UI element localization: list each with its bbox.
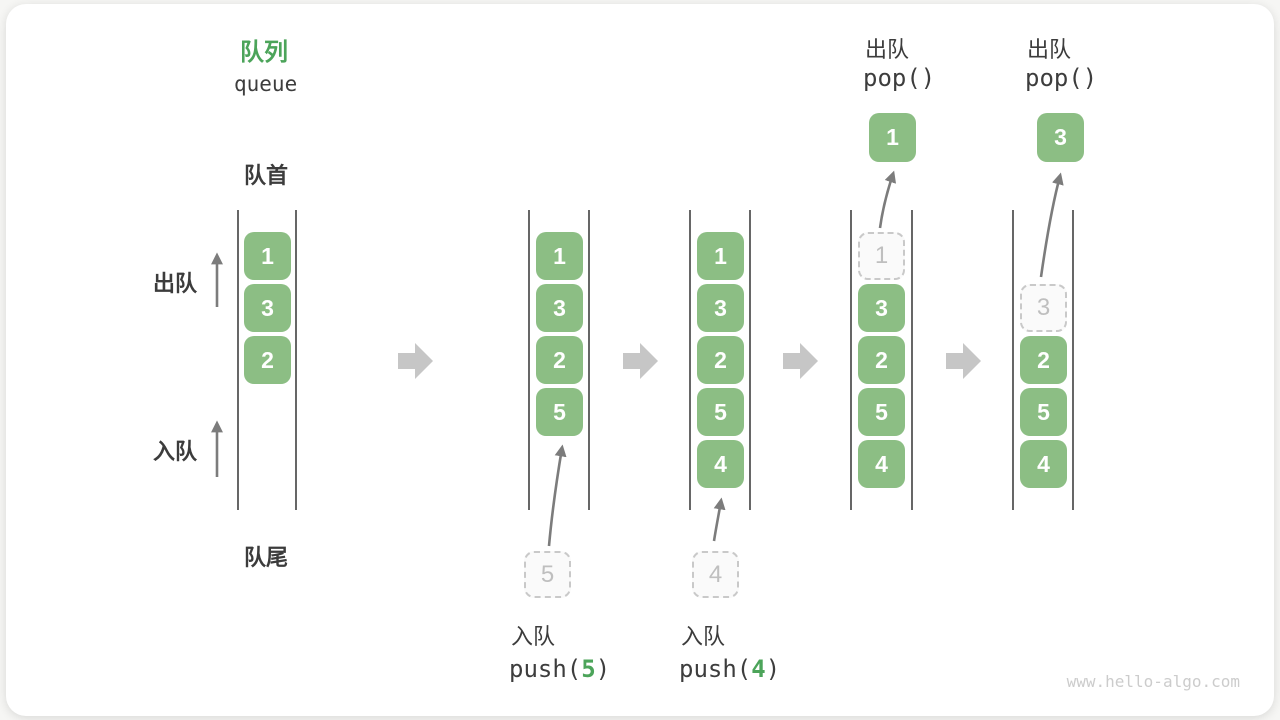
queue-box: 4 xyxy=(858,440,905,488)
queue-box: 2 xyxy=(697,336,744,384)
queue-box: 1 xyxy=(697,232,744,280)
enqueue-label: 入队 xyxy=(153,439,198,464)
queue-box: 5 xyxy=(1020,388,1067,436)
ghost-box: 1 xyxy=(858,232,905,280)
pop-code: pop() xyxy=(1025,64,1098,92)
push-label: 入队 xyxy=(681,624,726,649)
transition-arrow-3-icon xyxy=(783,343,818,379)
queue-box: 3 xyxy=(858,284,905,332)
pop2-arrow-icon xyxy=(1039,172,1064,278)
push-ghost-box: 5 xyxy=(524,551,571,598)
pop-label: 出队 xyxy=(1027,37,1072,62)
queue-box: 5 xyxy=(697,388,744,436)
front-label: 队首 xyxy=(244,163,289,188)
queue-box: 5 xyxy=(858,388,905,436)
push-fn: push( xyxy=(509,655,582,683)
page-title: 队列 xyxy=(240,39,288,66)
transition-arrow-4-icon xyxy=(946,343,981,379)
queue-box: 1 xyxy=(244,232,291,280)
queue-box: 3 xyxy=(697,284,744,332)
popped-box: 3 xyxy=(1037,113,1084,162)
push4-arrow-icon xyxy=(712,497,726,542)
transition-arrow-1-icon xyxy=(398,343,433,379)
rear-label: 队尾 xyxy=(244,545,289,570)
watermark: www.hello-algo.com xyxy=(1066,672,1240,691)
queue-box: 2 xyxy=(858,336,905,384)
push-ghost-box: 4 xyxy=(692,551,739,598)
queue-box: 3 xyxy=(536,284,583,332)
push-code: push(5) xyxy=(509,655,610,683)
ghost-box: 3 xyxy=(1020,284,1067,332)
queue-box: 4 xyxy=(697,440,744,488)
transition-arrow-2-icon xyxy=(623,343,658,379)
queue-box: 2 xyxy=(1020,336,1067,384)
page-title-en: queue xyxy=(234,72,298,96)
queue-box: 5 xyxy=(536,388,583,436)
push-code: push(4) xyxy=(679,655,780,683)
push-label: 入队 xyxy=(511,624,556,649)
push-close: ) xyxy=(765,655,781,683)
push5-arrow-icon xyxy=(547,444,567,547)
queue-box: 2 xyxy=(536,336,583,384)
queue-box: 2 xyxy=(244,336,291,384)
push-close: ) xyxy=(595,655,611,683)
push-arg: 5 xyxy=(581,655,596,683)
popped-box: 1 xyxy=(869,113,916,162)
queue-box: 3 xyxy=(244,284,291,332)
queue-box: 4 xyxy=(1020,440,1067,488)
push-fn: push( xyxy=(679,655,752,683)
queue-box: 1 xyxy=(536,232,583,280)
dequeue-label: 出队 xyxy=(153,271,198,296)
pop1-arrow-icon xyxy=(878,170,897,229)
pop-label: 出队 xyxy=(865,37,910,62)
pop-code: pop() xyxy=(863,64,936,92)
push-arg: 4 xyxy=(751,655,766,683)
